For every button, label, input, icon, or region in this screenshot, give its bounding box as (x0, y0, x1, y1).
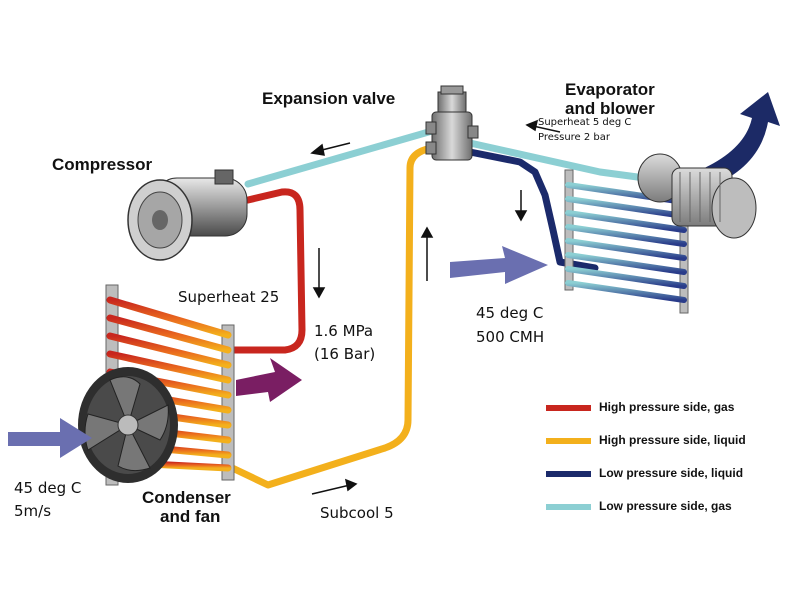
legend-label: High pressure side, gas (599, 400, 735, 414)
expansion-valve-label: Expansion valve (262, 89, 396, 108)
legend-swatch (546, 438, 591, 444)
high-pressure-liquid-line (222, 144, 436, 489)
pressure-label-line2: (16 Bar) (314, 345, 376, 363)
blower (637, 153, 757, 239)
legend-swatch (546, 405, 591, 411)
condenser-fan (78, 367, 178, 483)
compressor-label: Compressor (52, 155, 153, 174)
evaporator-label-line2: and blower (565, 99, 655, 118)
flow-arrow-up-to-valve (420, 226, 434, 281)
condenser-label-line2: and fan (160, 507, 221, 526)
pressure-label-line1: 1.6 MPa (314, 322, 374, 340)
air-speed-label: 5m/s (14, 502, 52, 520)
legend-item-high-gas: High pressure side, gas (546, 400, 796, 433)
flow-arrow-subcool (311, 478, 358, 495)
legend-swatch (546, 504, 591, 510)
flow-arrow-to-evaporator (514, 190, 528, 222)
evaporator-inflow-arrow (450, 246, 548, 284)
high-pressure-gas-line (226, 188, 306, 354)
flow-arrows (310, 119, 561, 495)
superheat-label: Superheat 25 (178, 288, 280, 306)
evaporator-airflow-label: 500 CMH (476, 328, 545, 346)
evaporator (564, 169, 689, 314)
subcool-label: Subcool 5 (320, 504, 394, 522)
legend-item-low-liquid: Low pressure side, liquid (546, 466, 796, 499)
evaporator-pressure-label: Pressure 2 bar (538, 132, 611, 143)
legend-label: Low pressure side, gas (599, 499, 732, 513)
condenser-inflow-arrow (8, 418, 92, 458)
legend: High pressure side, gas High pressure si… (546, 400, 796, 532)
flow-arrow-to-compressor (310, 142, 351, 156)
flow-arrow-from-evaporator (525, 119, 561, 133)
legend-item-high-liquid: High pressure side, liquid (546, 433, 796, 466)
legend-label: High pressure side, liquid (599, 433, 746, 447)
evaporator-superheat-label: Superheat 5 deg C (538, 117, 632, 128)
compressor (127, 169, 248, 261)
legend-item-low-gas: Low pressure side, gas (546, 499, 796, 532)
expansion-valve (425, 85, 479, 161)
ambient-temp-label: 45 deg C (14, 479, 82, 497)
evaporator-outflow-arrow (700, 92, 780, 186)
evaporator-air-temp-label: 45 deg C (476, 304, 544, 322)
low-pressure-liquid-line (466, 148, 599, 272)
legend-label: Low pressure side, liquid (599, 466, 744, 480)
flow-arrow-down-to-condenser (312, 248, 326, 299)
condenser-outflow-arrow (236, 358, 302, 402)
legend-swatch (546, 471, 591, 477)
condenser-label-line1: Condenser (142, 488, 231, 507)
evaporator-label-line1: Evaporator (565, 80, 655, 99)
